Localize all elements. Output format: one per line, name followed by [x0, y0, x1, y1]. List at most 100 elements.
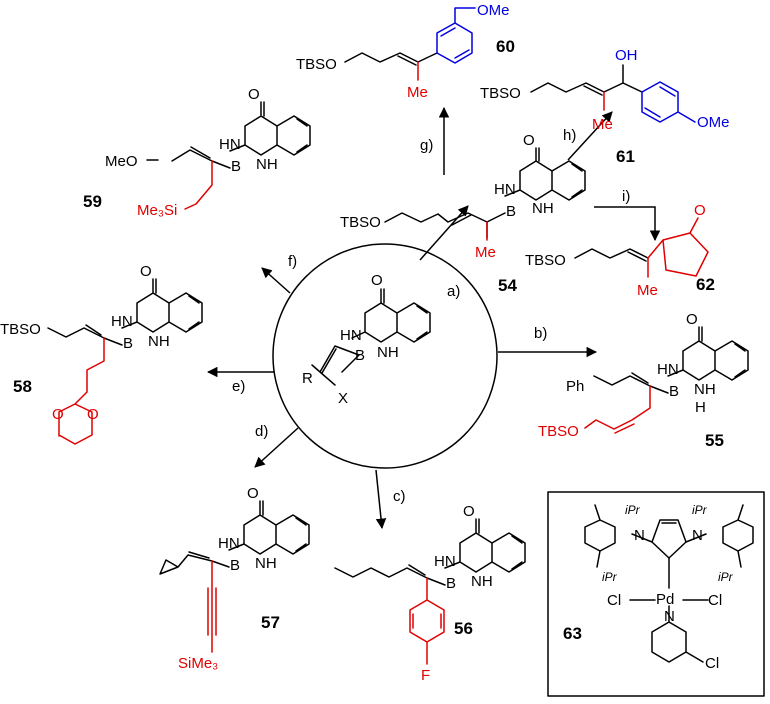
arrow-i [594, 206, 661, 242]
atom-label-ome: OMe [697, 114, 730, 131]
atom-label-hn: HN [657, 361, 679, 378]
atom-label-nh: NH [532, 200, 554, 217]
atom-NH: NH [377, 344, 399, 361]
atom-label-cl: Cl [708, 592, 722, 609]
atom-label-me: Me [407, 84, 428, 101]
atom-label-tbso: TBSO [296, 56, 337, 73]
atom-O: O [371, 272, 383, 289]
atom-label-nh: NH [471, 573, 493, 590]
atom-label-hn: HN [218, 535, 240, 552]
label-59: 59 [83, 192, 102, 211]
label-63: 63 [563, 624, 582, 643]
atom-label-ipr: iPr [625, 503, 641, 517]
compound-54: O HN B NH TBSO Me 54 [340, 132, 586, 295]
atom-label-b: B [123, 335, 133, 352]
atom-label-b: B [506, 203, 516, 220]
atom-label-me3si: Me₃Si [137, 202, 177, 219]
label-e: e) [232, 378, 245, 395]
compound-61: TBSO OH Me OMe 61 [480, 47, 730, 166]
atom-label-ph: Ph [566, 378, 584, 395]
atom-label-hn: HN [111, 313, 133, 330]
atom-label-cl: Cl [607, 592, 621, 609]
atom-label-meo: MeO [105, 153, 138, 170]
arrow-c [375, 469, 387, 530]
atom-label-o: O [87, 406, 99, 423]
atom-R: R [302, 370, 313, 387]
atom-label-b: B [669, 383, 679, 400]
label-58: 58 [13, 377, 32, 396]
label-b: b) [534, 325, 547, 342]
atom-label-sime3: SiMe₃ [178, 655, 218, 672]
compound-59: O HN B NH MeO Me₃Si 59 [83, 86, 311, 219]
atom-label-ome: OMe [477, 2, 510, 19]
arrow-a [419, 205, 469, 261]
arrow-d [254, 427, 299, 468]
label-60: 60 [496, 37, 515, 56]
label-55: 55 [705, 431, 724, 450]
atom-label-oh: OH [615, 47, 638, 64]
atom-label-me: Me [637, 282, 658, 299]
atom-label-ipr: iPr [692, 503, 708, 517]
central-circle [272, 243, 498, 469]
atom-label-nh: NH [694, 381, 716, 398]
atom-label-nh: NH [148, 333, 170, 350]
atom-label-o: O [140, 263, 152, 280]
compound-57: O HN B NH SiMe₃ 57 [159, 485, 310, 672]
atom-label-o: O [248, 86, 260, 103]
catalyst-box [547, 491, 765, 697]
atom-label-o: O [247, 485, 259, 502]
atom-label-o: O [463, 503, 475, 520]
label-54: 54 [498, 276, 517, 295]
atom-label-ipr: iPr [718, 570, 734, 584]
atom-label-tbso: TBSO [340, 214, 381, 231]
atom-label-h: H [695, 399, 706, 416]
label-62: 62 [696, 275, 715, 294]
atom-label-tbso: TBSO [480, 85, 521, 102]
label-h: h) [563, 127, 576, 144]
atom-label-hn: HN [434, 553, 456, 570]
label-d: d) [255, 423, 268, 440]
atom-label-o: O [686, 311, 698, 328]
compound-62: TBSO O Me 62 [525, 202, 715, 299]
atom-label-nh: NH [255, 555, 277, 572]
atom-label-o: O [523, 132, 535, 149]
atom-label-tbso: TBSO [525, 252, 566, 269]
atom-label-n: N [692, 527, 703, 544]
atom-label-n: N [664, 608, 675, 625]
atom-label-tbso: TBSO [0, 321, 41, 338]
atom-label-ipr: iPr [602, 570, 618, 584]
label-a: a) [447, 283, 460, 300]
atom-label-b: B [230, 557, 240, 574]
label-g: g) [420, 137, 433, 154]
atom-label-nh: NH [256, 156, 278, 173]
atom-label-b: B [231, 158, 241, 175]
compound-60: TBSO Me OMe 60 [296, 2, 515, 101]
atom-label-o: O [694, 202, 706, 219]
compound-56: O HN B NH F 56 [334, 503, 526, 684]
atom-label-f: F [421, 667, 430, 684]
atom-HN: HN [340, 327, 362, 344]
label-57: 57 [261, 613, 280, 632]
compound-63-box: iPr iPr iPr iPr N N Pd Cl Cl N Cl 63 [547, 491, 765, 697]
atom-label-n: N [634, 527, 645, 544]
central-substrate: O HN B NH R X [272, 243, 498, 469]
compound-58: O HN B NH TBSO O O 58 [0, 263, 203, 445]
label-i: i) [622, 188, 630, 205]
atom-label-me: Me [475, 244, 496, 261]
atom-label-cl: Cl [705, 655, 719, 672]
label-c: c) [393, 488, 406, 505]
arrow-h [567, 111, 613, 161]
atom-label-tbso: TBSO [538, 423, 579, 440]
atom-label-hn: HN [494, 181, 516, 198]
arrow-f [261, 267, 291, 294]
atom-label-o: O [52, 406, 64, 423]
label-f: f) [288, 253, 297, 270]
label-61: 61 [616, 147, 635, 166]
atom-label-hn: HN [219, 136, 241, 153]
atom-X: X [338, 390, 348, 407]
compound-55: O HN B NH H Ph TBSO 55 [538, 311, 749, 450]
atom-B: B [355, 347, 365, 364]
atom-label-b: B [446, 575, 456, 592]
label-56: 56 [454, 619, 473, 638]
